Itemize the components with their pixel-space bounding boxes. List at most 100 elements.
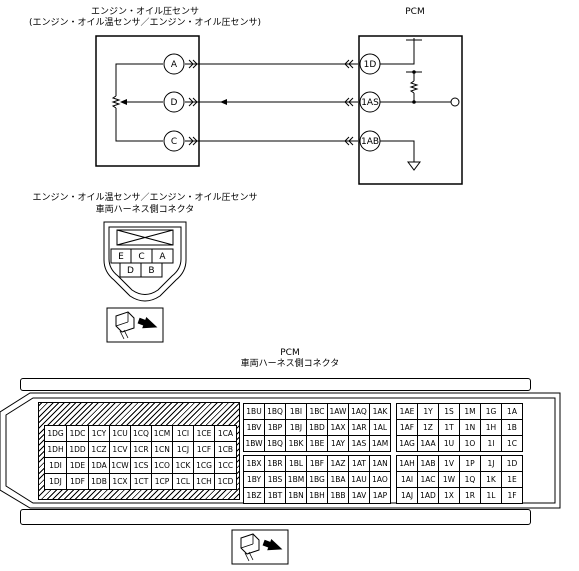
pin-cell: 1DI [44, 457, 67, 474]
pin-cell: 1AE [396, 403, 418, 420]
pin-cell: 1CA [214, 425, 237, 442]
pin-cell: 1G [480, 403, 502, 420]
pin-cell: 1CN [151, 441, 173, 458]
pin-cell: 1AX [327, 419, 349, 436]
pin-cell: 1BQ [264, 403, 286, 420]
pin-cell: 1BX [243, 455, 265, 472]
pin-cell: 1BH [306, 487, 328, 504]
pin-cell: 1AH [396, 455, 418, 472]
pin-cell: 1CF [193, 441, 215, 458]
pin-cell: 1BS [264, 471, 286, 488]
pin-cell: 1AW [327, 403, 349, 420]
pin-cell: 1I [480, 435, 502, 452]
pin-cell: 1CC [214, 457, 237, 474]
pin-cell: 1AL [369, 419, 391, 436]
pin-cell: 1AO [369, 471, 391, 488]
pin-cell: 1AV [348, 487, 370, 504]
signal-terminal [450, 97, 460, 107]
pin-cell: 1AT [348, 455, 370, 472]
pin-cell: 1BP [264, 419, 286, 436]
pin-cell: 1CV [109, 441, 131, 458]
pin-c-circle [163, 130, 185, 152]
pin-cell: 1AB [417, 455, 439, 472]
ground-symbol [407, 161, 421, 171]
pin-cell: 1AI [396, 471, 418, 488]
pin-cell: 1DJ [44, 473, 67, 490]
pin-cell: 1AJ [396, 487, 418, 504]
pin-cell: 1O [459, 435, 481, 452]
pin-cell: 1BJ [285, 419, 307, 436]
pin-cell: 1BL [285, 455, 307, 472]
pin-cell: 1BN [285, 487, 307, 504]
pin-c-label: C [171, 137, 177, 147]
pin-cell: 1DH [44, 441, 67, 458]
sensor-box [95, 35, 200, 167]
pin-cell: 1M [459, 403, 481, 420]
pin-cell: 1A [501, 403, 523, 420]
pin-cell: 1H [480, 419, 502, 436]
connector-rail-bottom [20, 509, 531, 525]
wiper-arrow [120, 99, 127, 105]
pin-cell: 1DB [88, 473, 110, 490]
pin-cell: 1BA [327, 471, 349, 488]
pin-cell: 1BU [243, 403, 265, 420]
pin-cell: 1J [480, 455, 502, 472]
pin-cell: 1P [459, 455, 481, 472]
pin-cell: 1DF [66, 473, 89, 490]
pin-cell: 1BE [306, 435, 328, 452]
pin-cell: 1AY [327, 435, 349, 452]
pin-cell: 1BV [243, 419, 265, 436]
pin-a-label: A [171, 60, 178, 70]
pin-cell: 1AZ [327, 455, 349, 472]
pcm-box [358, 35, 463, 185]
pin-cell: 1BZ [243, 487, 265, 504]
pin-cell: 1CP [151, 473, 173, 490]
pin-1ab-label: 1AB [361, 137, 379, 147]
pin-cell: 1BW [243, 435, 265, 452]
sensor-connector-caption: エンジン・オイル温センサ／エンジン・オイル圧センサ [32, 193, 258, 203]
pin-cell: 1CB [214, 441, 237, 458]
pin-cell: 1DG [44, 425, 67, 442]
sensor-connector-subcaption: 車両ハーネス側コネクタ [95, 205, 195, 215]
pin-cell: 1CX [109, 473, 131, 490]
pin-cell: 1BF [306, 455, 328, 472]
pin-cell: 1N [459, 419, 481, 436]
pin-cell: 1R [459, 487, 481, 504]
pin-cell: 1B [501, 419, 523, 436]
pin-cell: 1DA [88, 457, 110, 474]
pin-cell: 1AC [417, 471, 439, 488]
pin-cell: 1U [438, 435, 460, 452]
pin-cell: 1BR [264, 455, 286, 472]
pin-cell: 1E [501, 471, 523, 488]
pin-cell: 1BY [243, 471, 265, 488]
pin-cell: 1Z [417, 419, 439, 436]
pin-cell: 1W [438, 471, 460, 488]
pcm-connector-caption: PCM [280, 348, 300, 358]
pin-cell: 1CS [130, 457, 152, 474]
pin-cell: 1K [480, 471, 502, 488]
pin-cell: 1Q [459, 471, 481, 488]
pin-cell: 1CK [172, 457, 194, 474]
pin-cell: 1V [438, 455, 460, 472]
pcm-connector-subcaption: 車両ハーネス側コネクタ [240, 359, 340, 369]
pin-cell: 1AF [396, 419, 418, 436]
pin-cell: 1CD [214, 473, 237, 490]
pin-cell: 1CQ [130, 425, 152, 442]
pin-cell: 1BB [327, 487, 349, 504]
pin-1as-label: 1AS [361, 98, 379, 108]
pin-cell: 1CH [193, 473, 215, 490]
